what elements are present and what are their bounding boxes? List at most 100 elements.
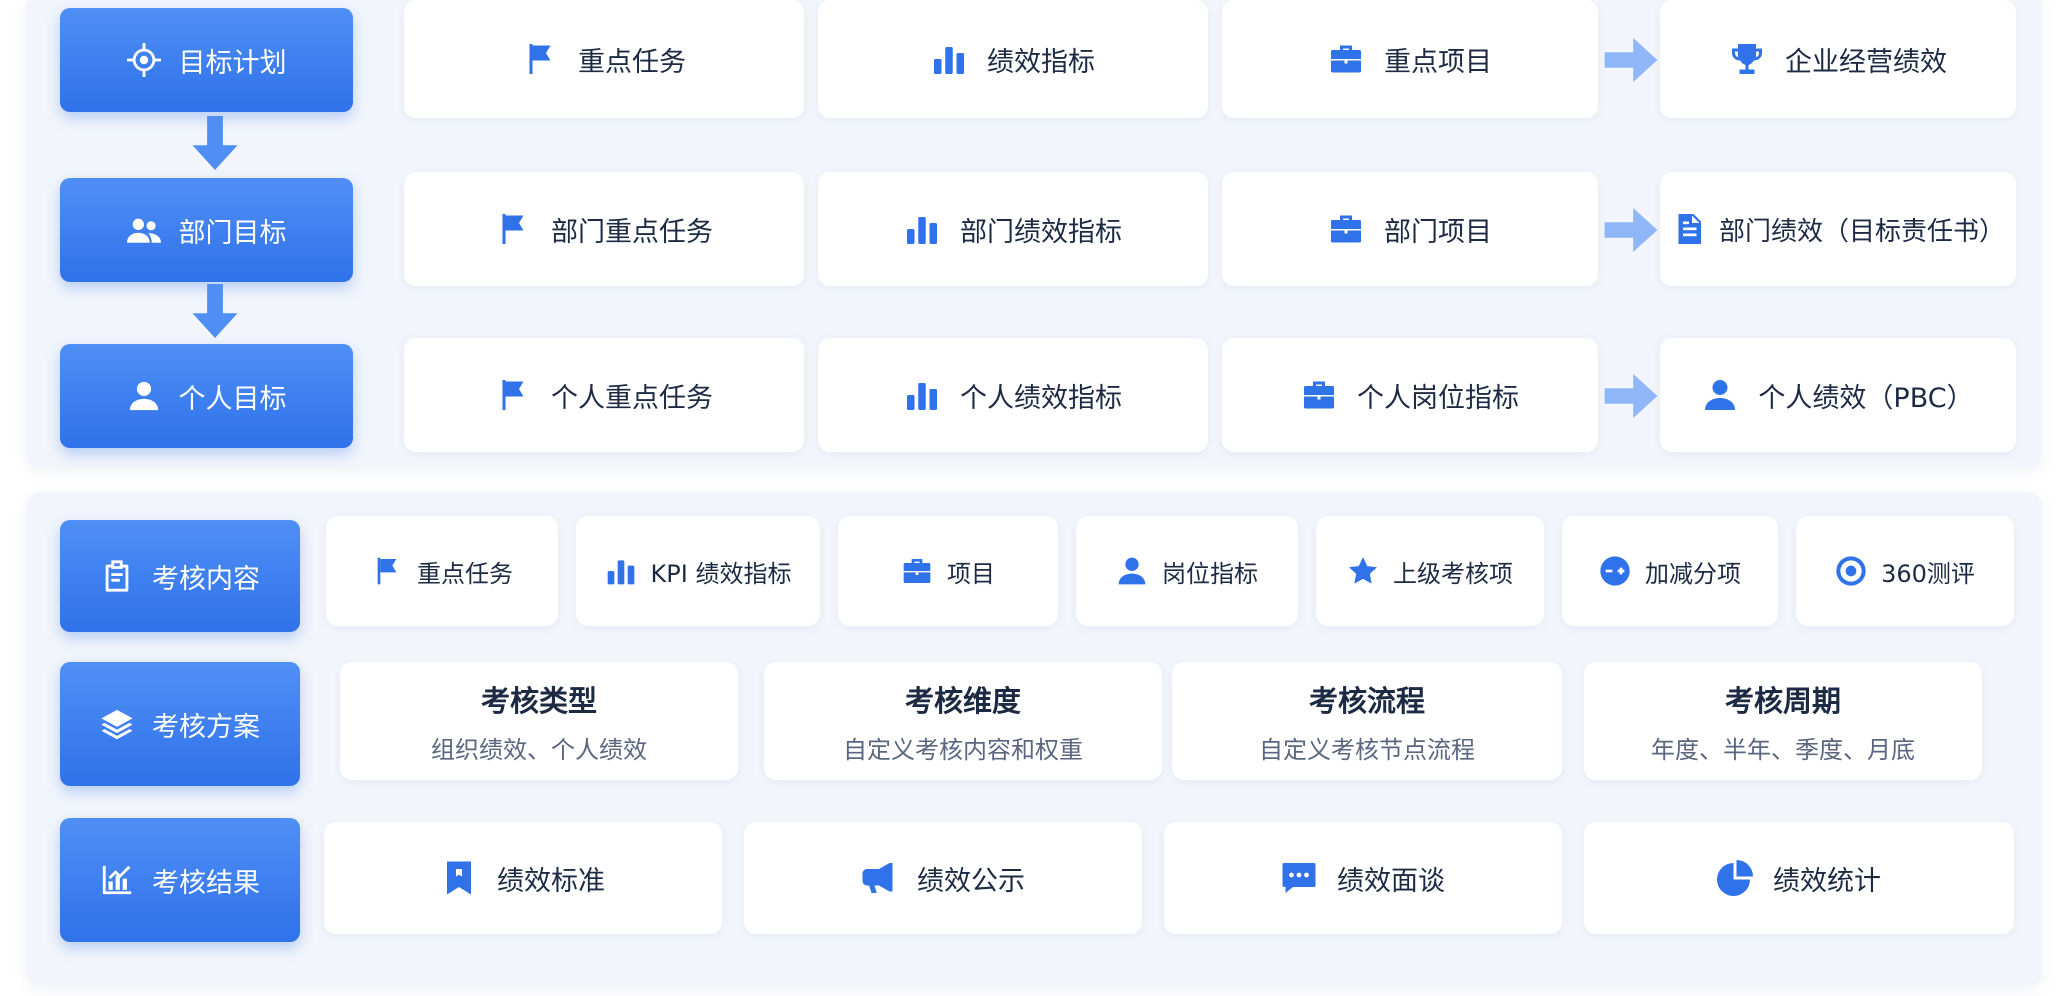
card-personal-post-indicators[interactable]: 个人岗位指标 [1222, 338, 1598, 452]
card-label: 绩效标准 [497, 865, 605, 897]
card-label: 个人绩效指标 [960, 382, 1122, 414]
card-label: 个人岗位指标 [1357, 382, 1519, 414]
document-icon [1671, 211, 1707, 247]
card-result-interview[interactable]: 绩效面谈 [1164, 822, 1562, 934]
clipboard-icon [100, 559, 134, 593]
card-scheme-dimension[interactable]: 考核维度 自定义考核内容和权重 [764, 662, 1162, 780]
card-key-projects[interactable]: 重点项目 [1222, 0, 1598, 118]
arrow-down-icon [192, 116, 238, 170]
card-scheme-process[interactable]: 考核流程 自定义考核节点流程 [1172, 662, 1562, 780]
card-content-360[interactable]: 360测评 [1796, 516, 2014, 626]
plus-minus-icon [1599, 555, 1631, 587]
bar-chart-icon [904, 377, 940, 413]
card-label: 项目 [947, 559, 995, 588]
row-label-text: 考核内容 [152, 563, 260, 595]
card-label: 个人重点任务 [551, 382, 713, 414]
card-performance-indicators[interactable]: 绩效指标 [818, 0, 1208, 118]
card-personal-key-tasks[interactable]: 个人重点任务 [404, 338, 804, 452]
card-label: 重点任务 [417, 559, 513, 588]
card-personal-indicators[interactable]: 个人绩效指标 [818, 338, 1208, 452]
card-label: 绩效面谈 [1337, 865, 1445, 897]
card-title: 考核维度 [904, 683, 1021, 718]
card-label: 360测评 [1881, 559, 1975, 588]
briefcase-icon [1328, 41, 1364, 77]
megaphone-icon [861, 860, 897, 896]
person-icon [1116, 555, 1148, 587]
card-content-superior-items[interactable]: 上级考核项 [1316, 516, 1544, 626]
card-scheme-type[interactable]: 考核类型 组织绩效、个人绩效 [340, 662, 738, 780]
card-content-projects[interactable]: 项目 [838, 516, 1058, 626]
card-content-post-indicators[interactable]: 岗位指标 [1076, 516, 1298, 626]
arrow-right-icon [1604, 38, 1658, 82]
star-icon [1347, 555, 1379, 587]
card-key-tasks[interactable]: 重点任务 [404, 0, 804, 118]
flag-icon [522, 41, 558, 77]
card-label: 企业经营绩效 [1785, 46, 1947, 78]
card-dept-projects[interactable]: 部门项目 [1222, 172, 1598, 286]
row-label-text: 部门目标 [178, 217, 287, 249]
card-title: 考核周期 [1724, 683, 1841, 718]
stats-icon [100, 863, 134, 897]
row-label-text: 考核方案 [152, 711, 260, 743]
row-label-text: 目标计划 [178, 47, 287, 79]
card-label: KPI 绩效指标 [650, 559, 792, 588]
row-label-personal-goal[interactable]: 个人目标 [60, 344, 353, 448]
row-label-text: 考核结果 [152, 867, 260, 899]
layers-icon [100, 707, 134, 741]
flag-icon [495, 211, 531, 247]
bar-chart-icon [904, 211, 940, 247]
card-label: 部门项目 [1384, 216, 1492, 248]
card-label: 岗位指标 [1162, 559, 1258, 588]
bar-chart-icon [931, 41, 967, 77]
briefcase-icon [1301, 377, 1337, 413]
circle-target-icon [1835, 555, 1867, 587]
card-content-kpi[interactable]: KPI 绩效指标 [576, 516, 820, 626]
briefcase-icon [1328, 211, 1364, 247]
pie-chart-icon [1717, 860, 1753, 896]
chat-icon [1281, 860, 1317, 896]
row-label-target-plan[interactable]: 目标计划 [60, 8, 353, 112]
row-label-text: 个人目标 [178, 383, 287, 415]
card-label: 重点任务 [578, 46, 686, 78]
card-result-personal[interactable]: 个人绩效（PBC） [1660, 338, 2016, 452]
bar-chart-icon [605, 555, 637, 587]
card-result-publicity[interactable]: 绩效公示 [744, 822, 1142, 934]
row-label-assessment-scheme[interactable]: 考核方案 [60, 662, 300, 786]
card-result-dept[interactable]: 部门绩效（目标责任书） [1660, 172, 2016, 286]
flag-icon [371, 555, 403, 587]
person-icon [1702, 377, 1738, 413]
group-icon [127, 213, 161, 247]
card-label: 加减分项 [1645, 559, 1741, 588]
trophy-icon [1729, 41, 1765, 77]
target-icon [127, 43, 161, 77]
card-result-statistics[interactable]: 绩效统计 [1584, 822, 2014, 934]
card-label: 部门绩效（目标责任书） [1718, 216, 2005, 247]
card-content-key-tasks[interactable]: 重点任务 [326, 516, 558, 626]
card-result-standard[interactable]: 绩效标准 [324, 822, 722, 934]
card-title: 考核流程 [1308, 683, 1425, 718]
card-desc: 自定义考核内容和权重 [843, 735, 1083, 764]
card-dept-key-tasks[interactable]: 部门重点任务 [404, 172, 804, 286]
card-title: 考核类型 [480, 683, 597, 718]
card-label: 个人绩效（PBC） [1758, 382, 1974, 414]
card-label: 绩效指标 [987, 46, 1095, 78]
card-label: 绩效公示 [917, 865, 1025, 897]
arrow-right-icon [1604, 374, 1658, 418]
card-label: 绩效统计 [1773, 865, 1881, 897]
row-label-assessment-content[interactable]: 考核内容 [60, 520, 300, 632]
card-dept-indicators[interactable]: 部门绩效指标 [818, 172, 1208, 286]
card-scheme-cycle[interactable]: 考核周期 年度、半年、季度、月底 [1584, 662, 1982, 780]
card-desc: 年度、半年、季度、月底 [1651, 735, 1915, 764]
card-result-enterprise[interactable]: 企业经营绩效 [1660, 0, 2016, 118]
person-icon [127, 379, 161, 413]
row-label-assessment-result[interactable]: 考核结果 [60, 818, 300, 942]
card-content-plus-minus[interactable]: 加减分项 [1562, 516, 1778, 626]
card-desc: 自定义考核节点流程 [1259, 735, 1475, 764]
flag-icon [495, 377, 531, 413]
row-label-dept-goal[interactable]: 部门目标 [60, 178, 353, 282]
arrow-right-icon [1604, 208, 1658, 252]
arrow-down-icon [192, 284, 238, 338]
card-label: 上级考核项 [1393, 559, 1513, 588]
bookmark-icon [441, 860, 477, 896]
card-desc: 组织绩效、个人绩效 [431, 735, 647, 764]
